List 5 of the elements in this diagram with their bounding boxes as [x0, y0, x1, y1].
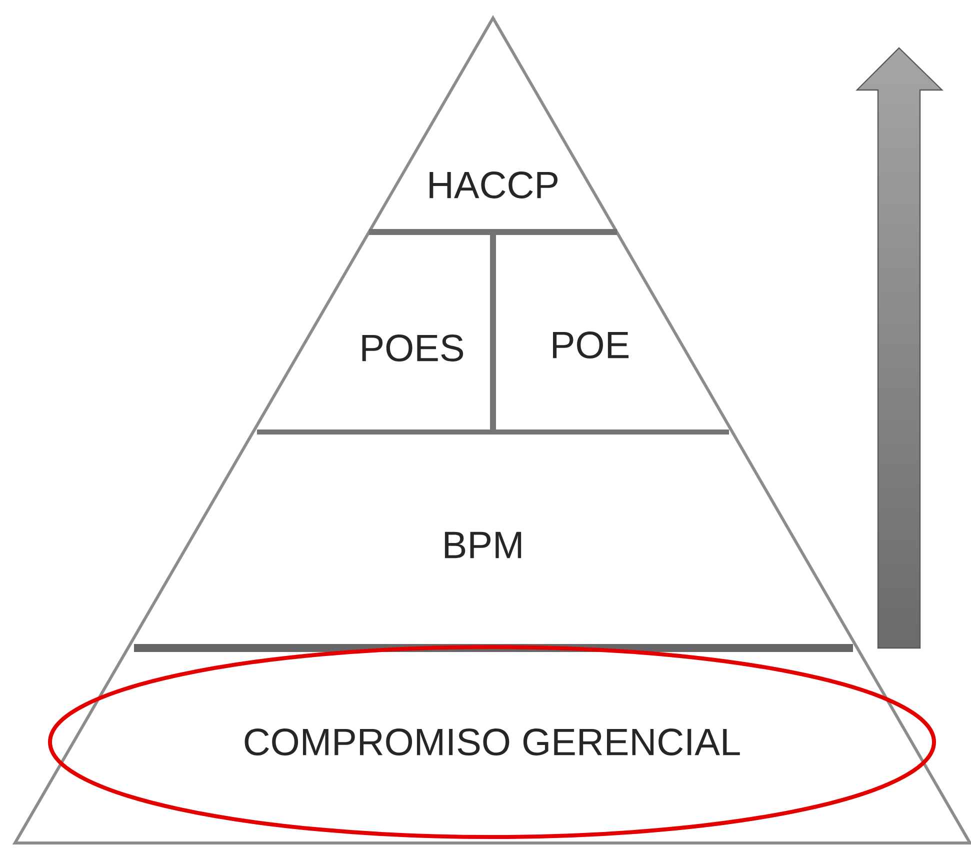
- pyramid-level-label: POE: [553, 332, 628, 358]
- pyramid-level-label: POES: [362, 334, 464, 362]
- ellipse-highlight: COMPROMISO GERENCIAL: [48, 645, 936, 839]
- pyramid-level-label: BPM: [444, 532, 522, 558]
- pyramid-level-label: HACCP: [430, 172, 558, 198]
